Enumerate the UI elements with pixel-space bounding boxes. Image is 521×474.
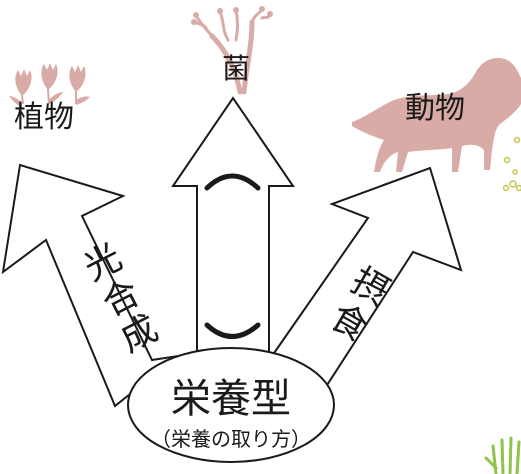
- label-nutrition-subtitle: （栄養の取り方）: [151, 427, 311, 451]
- label-fungi: 菌: [222, 52, 250, 85]
- arrow-ingestion: [270, 166, 463, 398]
- dog-silhouette: [352, 58, 521, 172]
- bracket-bottom: [204, 322, 261, 339]
- arrow-photosynthesis: [1, 163, 182, 408]
- hand-icon: [484, 436, 521, 474]
- label-animals: 動物: [405, 91, 465, 126]
- arrow-fungi: [171, 96, 295, 359]
- tulip-icon: [9, 63, 90, 108]
- label-nutrition-type: 栄養型: [171, 376, 291, 422]
- bracket-top: [204, 173, 261, 191]
- bubbles-icon: [502, 136, 521, 192]
- nutrition-type-ellipse: [127, 347, 335, 463]
- label-plants: 植物: [14, 100, 74, 135]
